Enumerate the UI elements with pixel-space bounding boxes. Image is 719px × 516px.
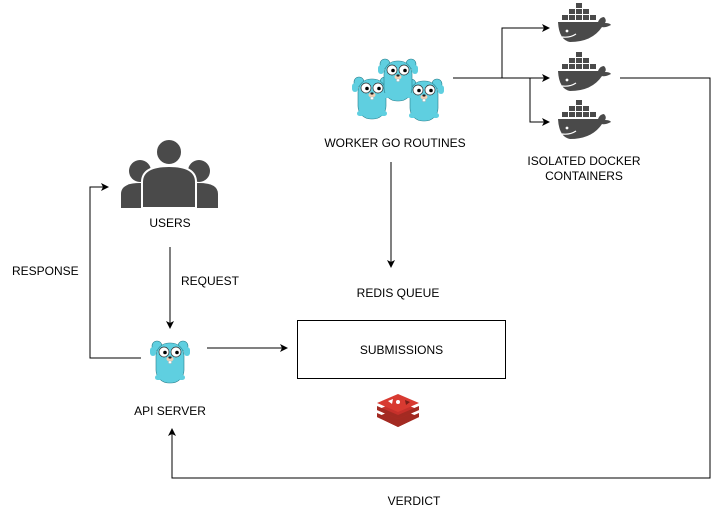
- verdict-arrow: [168, 77, 711, 479]
- go-gopher-icon: [149, 340, 191, 384]
- redis-logo-icon: [377, 394, 419, 427]
- response-label: RESPONSE: [12, 264, 79, 278]
- worker-go-routines-label: WORKER GO ROUTINES: [324, 136, 466, 150]
- api-server-label: API SERVER: [134, 404, 206, 418]
- workers-to-docker-top-arrow: [453, 24, 550, 79]
- docker-label-line2: CONTAINERS: [545, 169, 623, 183]
- submissions-label: SUBMISSIONS: [359, 342, 444, 357]
- docker-label-line1: ISOLATED DOCKER: [527, 154, 641, 168]
- docker-whale-icon: [557, 2, 612, 140]
- users-label: USERS: [149, 216, 191, 230]
- users-group-icon: [121, 138, 218, 209]
- request-label: REQUEST: [181, 274, 240, 288]
- go-gopher-group-icon: [351, 58, 445, 122]
- submissions-box: SUBMISSIONS: [297, 320, 506, 379]
- workers-to-docker-bottom-arrow: [529, 78, 550, 126]
- verdict-label: VERDICT: [387, 494, 441, 508]
- redis-queue-label: REDIS QUEUE: [356, 286, 440, 300]
- response-arrow: [89, 183, 141, 359]
